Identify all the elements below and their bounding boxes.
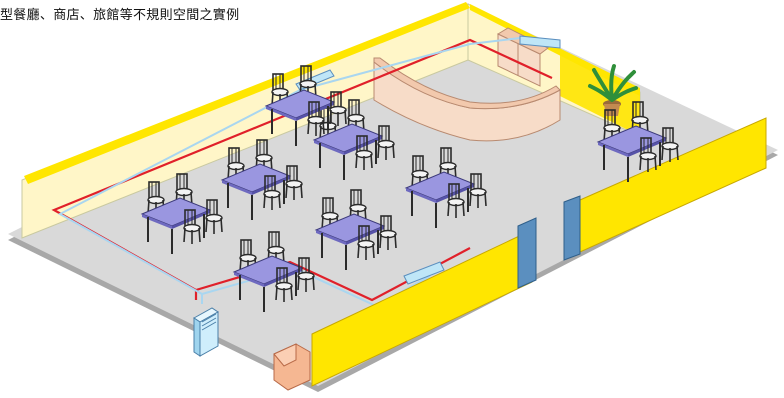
chair-icon [447,183,465,218]
right-door [563,195,581,261]
dining-table-icon [596,125,668,182]
indoor-unit-front [403,261,445,285]
back-right-yellow-panel [560,52,640,136]
chair-icon [297,257,315,292]
dining-table-icon [404,171,476,228]
outdoor-unit [193,307,219,357]
diagram-caption: 型餐廳、商店、旅館等不規則空間之實例 [0,8,240,23]
table-set [140,173,223,254]
table-set [232,231,315,312]
tables-layer [140,65,679,312]
chair-icon [377,125,395,160]
table-set [596,101,679,182]
dining-table-icon [140,197,212,254]
chair-icon [263,175,281,210]
chair-icon [183,209,201,244]
chair-icon [469,173,487,208]
front-door [517,217,537,289]
table-set [220,139,303,220]
table-set [312,99,395,180]
dining-table-icon [312,123,384,180]
chair-icon [255,139,273,174]
table-set [404,147,487,228]
chair-icon [639,137,657,172]
chair-icon [307,101,325,136]
chair-icon [329,91,347,126]
chair-icon [379,215,397,250]
table-set [264,65,347,146]
dining-table-icon [232,255,304,312]
dining-table-icon [264,89,336,146]
chair-icon [285,165,303,200]
chair-icon [661,127,679,162]
chair-icon [267,231,285,266]
chair-icon [205,199,223,234]
chair-icon [275,267,293,302]
indoor-unit-counter [519,35,561,49]
chair-icon [357,225,375,260]
sofa [273,343,311,391]
bar-counter [373,57,561,142]
back-wall-top-strip [24,2,470,184]
chair-icon [271,73,289,108]
dining-table-icon [314,213,386,270]
chair-icon [355,135,373,170]
table-set [314,189,397,270]
